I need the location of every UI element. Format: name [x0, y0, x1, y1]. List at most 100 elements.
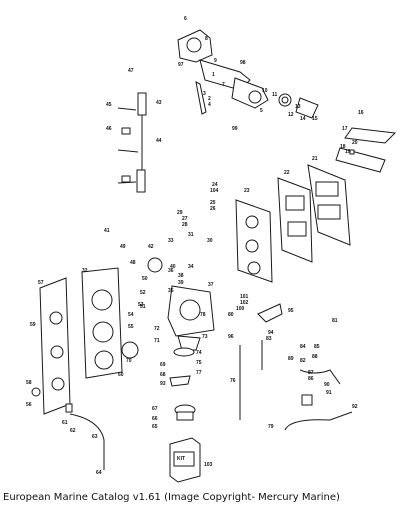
callout-92: 92: [352, 404, 358, 410]
parts-kit-box: KIT: [169, 437, 201, 483]
callout-48: 48: [130, 260, 136, 266]
callout-12: 12: [288, 112, 294, 118]
callout-75: 75: [196, 360, 202, 366]
callout-71: 71: [154, 338, 160, 344]
callout-69: 69: [160, 362, 166, 368]
callout-82: 82: [300, 358, 306, 364]
callout-99: 99: [232, 126, 238, 132]
callout-49: 49: [120, 244, 126, 250]
callout-46: 46: [106, 126, 112, 132]
callout-96: 96: [228, 334, 234, 340]
small-parts: [31, 149, 355, 421]
callout-54: 54: [128, 312, 134, 318]
callout-27: 27: [182, 216, 188, 222]
callout-14: 14: [300, 116, 306, 122]
linkage-rod: [117, 92, 147, 193]
callout-103: 103: [204, 462, 213, 468]
callout-56: 56: [26, 402, 32, 408]
callout-5: 5: [260, 108, 263, 114]
callout-43: 43: [156, 100, 162, 106]
callout-33: 33: [168, 238, 174, 244]
callout-98: 98: [240, 60, 246, 66]
intake-gaskets: [235, 199, 273, 283]
callout-6: 6: [184, 16, 187, 22]
callout-17: 17: [342, 126, 348, 132]
callout-51: 51: [140, 304, 146, 310]
callout-88: 88: [312, 354, 318, 360]
callout-45: 45: [106, 102, 112, 108]
callout-21: 21: [312, 156, 318, 162]
callout-50: 50: [142, 276, 148, 282]
callout-85: 85: [314, 344, 320, 350]
callout-60: 60: [118, 372, 124, 378]
callout-4: 4: [208, 102, 211, 108]
callout-86: 86: [308, 376, 314, 382]
callout-81: 81: [332, 318, 338, 324]
callout-61: 61: [62, 420, 68, 426]
callout-22: 22: [284, 170, 290, 176]
callout-39: 39: [178, 280, 184, 286]
callout-93: 93: [160, 381, 166, 387]
callout-53: 53: [138, 302, 144, 308]
callout-32: 32: [82, 268, 88, 274]
callout-90: 90: [324, 382, 330, 388]
callout-35: 35: [168, 288, 174, 294]
callout-8: 8: [205, 36, 208, 42]
reed-plates: [277, 127, 397, 263]
callout-37: 37: [208, 282, 214, 288]
carburetor: [167, 285, 215, 357]
callout-83: 83: [266, 336, 272, 342]
callout-41: 41: [104, 228, 110, 234]
callout-31: 31: [188, 232, 194, 238]
callout-13: 13: [295, 104, 301, 110]
callout-3: 3: [203, 91, 206, 97]
callout-52: 52: [140, 290, 146, 296]
callout-66: 66: [152, 416, 158, 422]
callout-2: 2: [208, 96, 211, 102]
callout-94: 94: [268, 330, 274, 336]
callout-74: 74: [196, 350, 202, 356]
callout-18: 18: [340, 144, 346, 150]
callout-24: 24: [212, 182, 218, 188]
callout-67: 67: [152, 406, 158, 412]
callout-102: 102: [240, 300, 249, 306]
silencer-cover: [39, 267, 123, 415]
fuel-pump-assembly: [177, 29, 319, 119]
callout-100: 100: [236, 306, 245, 312]
callout-55: 55: [128, 324, 134, 330]
callout-47: 47: [128, 68, 134, 74]
callout-77: 77: [196, 370, 202, 376]
callout-1: 1: [212, 72, 215, 78]
callout-104: 104: [210, 188, 219, 194]
callout-80: 80: [228, 312, 234, 318]
callout-40: 40: [170, 264, 176, 270]
svg-text:KIT: KIT: [177, 456, 185, 462]
callout-97: 97: [178, 62, 184, 68]
callout-78: 78: [200, 312, 206, 318]
callout-95: 95: [288, 308, 294, 314]
caption: European Marine Catalog v1.61 (Image Cop…: [3, 492, 340, 503]
callout-76: 76: [230, 378, 236, 384]
callout-64: 64: [96, 470, 102, 476]
callout-42: 42: [148, 244, 154, 250]
callout-57: 57: [38, 280, 44, 286]
callout-72: 72: [154, 326, 160, 332]
callout-89: 89: [288, 356, 294, 362]
callout-15: 15: [312, 116, 318, 122]
callout-29: 29: [177, 210, 183, 216]
callout-7: 7: [222, 82, 225, 88]
callout-68: 68: [160, 372, 166, 378]
callout-20: 20: [352, 140, 358, 146]
callout-9: 9: [214, 58, 217, 64]
callout-63: 63: [92, 434, 98, 440]
callout-34: 34: [188, 264, 194, 270]
callout-19: 19: [345, 149, 351, 155]
callout-84: 84: [300, 344, 306, 350]
fuel-lines: [69, 340, 353, 470]
callout-65: 65: [152, 424, 158, 430]
callout-38: 38: [178, 273, 184, 279]
callout-30: 30: [207, 238, 213, 244]
callout-11: 11: [272, 92, 278, 98]
